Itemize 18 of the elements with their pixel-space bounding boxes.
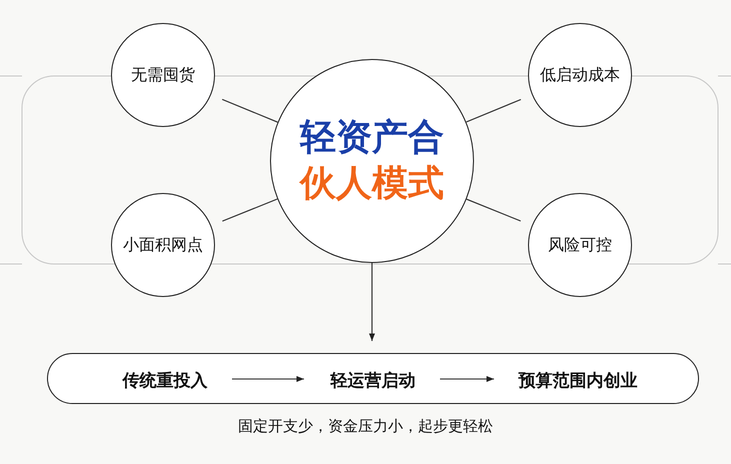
connector-line	[222, 198, 278, 222]
arrow	[232, 376, 304, 382]
connector-line	[466, 198, 521, 222]
feature-text: 低启动成本	[540, 64, 620, 86]
feature-text: 风险可控	[548, 234, 612, 256]
step-text: 传统重投入	[122, 370, 208, 392]
arrow	[368, 263, 376, 341]
step-text: 预算范围内创业	[518, 370, 638, 392]
note-text: 固定开支少，资金压力小，起步更轻松	[237, 417, 494, 436]
arrow	[440, 376, 494, 382]
connector-line	[222, 98, 278, 123]
feature-text: 小面积网点	[123, 234, 203, 256]
title-text: 轻资产合	[300, 116, 444, 160]
title-text: 伙人模式	[300, 162, 444, 206]
process-bar	[47, 353, 699, 404]
step-text: 轻运营启动	[330, 370, 416, 392]
connector-line	[466, 98, 522, 123]
feature-text: 无需囤货	[131, 64, 195, 86]
